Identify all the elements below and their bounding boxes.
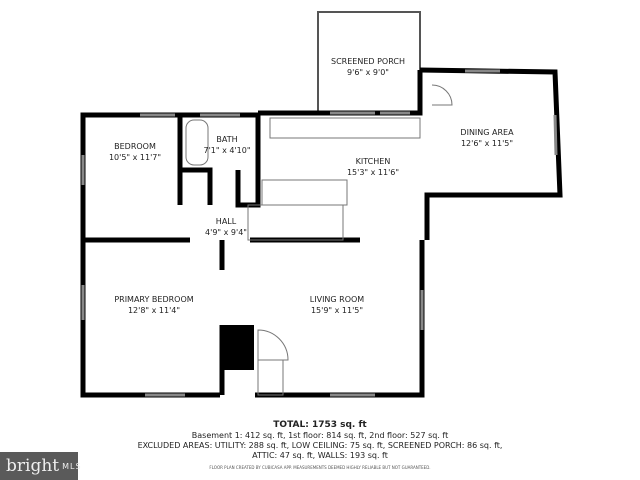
room-name: PRIMARY BEDROOM — [114, 295, 193, 304]
room-name: SCREENED PORCH — [331, 57, 405, 66]
closet-block — [222, 325, 254, 370]
fixtures — [185, 84, 453, 396]
room-name: LIVING ROOM — [310, 295, 365, 304]
walls — [80, 67, 563, 398]
room-name: DINING AREA — [460, 128, 514, 137]
room-name: KITCHEN — [356, 157, 391, 166]
room-name: BEDROOM — [114, 142, 156, 151]
excluded-areas-cont: ATTIC: 47 sq. ft, WALLS: 193 sq. ft — [252, 451, 388, 460]
room-dims: 4'9" x 9'4" — [205, 228, 247, 237]
room-labels: SCREENED PORCH 9'6" x 9'0" DINING AREA 1… — [109, 57, 514, 315]
screened-porch-outline — [317, 11, 421, 113]
room-dims: 15'9" x 11'5" — [311, 306, 363, 315]
logo-suffix: MLS — [62, 461, 82, 471]
room-dims: 15'3" x 11'6" — [347, 168, 399, 177]
room-dims: 10'5" x 11'7" — [109, 153, 161, 162]
bright-mls-logo: bright MLS — [0, 452, 82, 480]
room-dims: 9'6" x 9'0" — [347, 68, 389, 77]
room-name: HALL — [216, 217, 237, 226]
room-dims: 7'1" x 4'10" — [203, 146, 250, 155]
room-dims: 12'6" x 11'5" — [461, 139, 513, 148]
room-dims: 12'8" x 11'4" — [128, 306, 180, 315]
credit-note: FLOOR PLAN CREATED BY CUBICASA APP. MEAS… — [209, 465, 431, 470]
logo-brand: bright — [6, 456, 60, 476]
total-area: TOTAL: 1753 sq. ft — [273, 420, 367, 430]
floor-areas: Basement 1: 412 sq. ft, 1st floor: 814 s… — [191, 431, 449, 440]
excluded-areas: EXCLUDED AREAS: UTILITY: 288 sq. ft, LOW… — [137, 441, 503, 450]
room-name: BATH — [216, 135, 237, 144]
windows — [81, 69, 558, 397]
